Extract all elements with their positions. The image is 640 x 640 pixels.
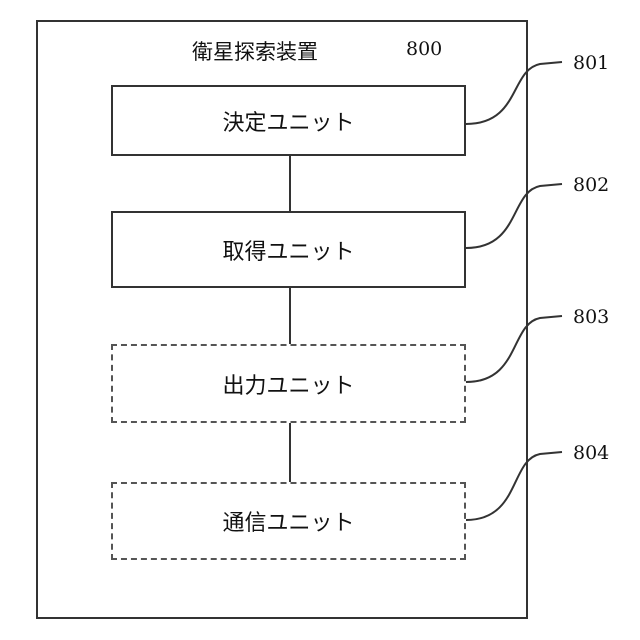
leader-803 xyxy=(466,316,562,382)
ref-804: 804 xyxy=(573,442,609,464)
ref-801: 801 xyxy=(573,52,609,74)
leader-802 xyxy=(466,184,562,248)
leader-801 xyxy=(466,62,562,124)
ref-802: 802 xyxy=(573,174,609,196)
leader-804 xyxy=(466,452,562,520)
ref-803: 803 xyxy=(573,306,609,328)
